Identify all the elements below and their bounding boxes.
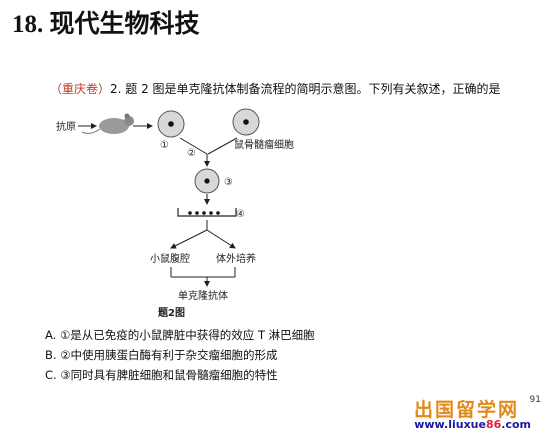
antigen-label: 抗原 [56,120,76,133]
step-4-label: ④ [236,209,245,220]
step-1-label: ① [160,140,169,151]
myeloma-cell-icon [232,108,260,136]
step-3-label: ③ [224,177,233,188]
branch-left-label: 小鼠腹腔 [150,252,190,265]
question-source-tag: （重庆卷） [50,82,111,96]
watermark-url-suffix: .com [501,418,531,431]
option-b: B. ②中使用胰蛋白酶有利于杂交瘤细胞的形成 [45,348,278,362]
monoclonal-antibody-diagram: 抗原 ① 鼠骨髓瘤细胞 ② ③ ④ 小鼠腹腔 [56,108,294,319]
product-label: 单克隆抗体 [178,289,228,302]
question-body: 2. 题 2 图是单克隆抗体制备流程的简明示意图。下列有关叙述，正确的是 [110,82,501,96]
answer-options: A. ①是从已免疫的小鼠脾脏中获得的效应 T 淋巴细胞 B. ②中使用胰蛋白酶有… [45,325,315,385]
watermark-url-prefix: www.liuxue [414,418,486,431]
question-text: （重庆卷）2. 题 2 图是单克隆抗体制备流程的简明示意图。下列有关叙述，正确的… [50,80,501,97]
page-number: 91 [529,395,541,405]
step-2-label: ② [187,148,196,159]
hybridoma-cell-icon [194,168,220,194]
mouse-icon [81,113,134,134]
myeloma-label: 鼠骨髓瘤细胞 [234,138,294,151]
spleen-cell-icon [157,110,185,138]
figure-caption: 题2图 [158,307,185,319]
watermark-url-accent: 86 [485,418,502,431]
page-title: 18. 现代生物科技 [12,11,200,38]
culture-dish-icon [177,208,237,217]
watermark-url: www.liuxue86.com [414,418,531,431]
watermark-logo: 出国留学网 [413,399,519,421]
branch-right-label: 体外培养 [216,252,256,265]
option-c: C. ③同时具有脾脏细胞和鼠骨髓瘤细胞的特性 [45,368,278,382]
option-a: A. ①是从已免疫的小鼠脾脏中获得的效应 T 淋巴细胞 [45,328,315,342]
